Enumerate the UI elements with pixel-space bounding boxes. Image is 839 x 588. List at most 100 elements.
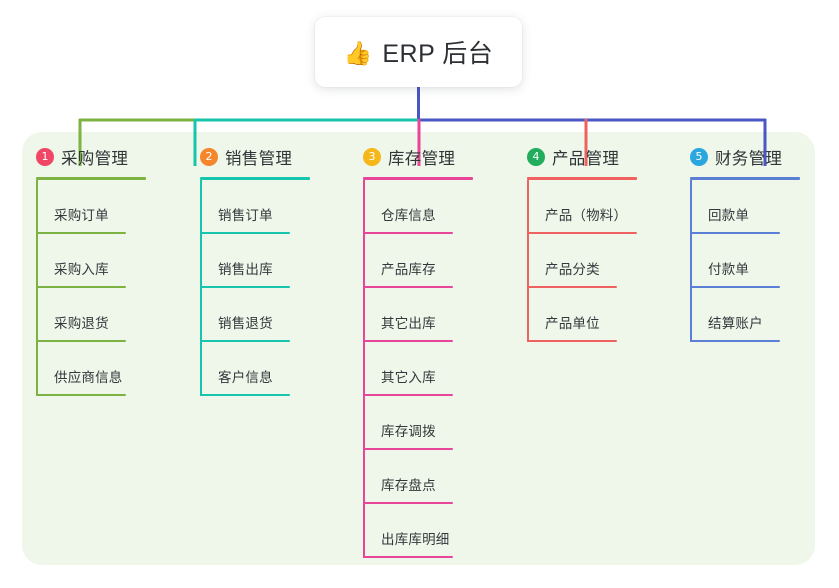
list-item[interactable]: 库存盘点: [363, 450, 515, 504]
list-item-label: 采购订单: [54, 208, 109, 223]
branch-header-5[interactable]: 5 财务管理: [678, 145, 839, 169]
list-item-rule: [363, 340, 453, 342]
list-item[interactable]: 供应商信息: [36, 342, 188, 396]
list-item[interactable]: 回款单: [690, 180, 839, 234]
list-item[interactable]: 客户信息: [200, 342, 352, 396]
list-item-label: 出库库明细: [381, 532, 450, 547]
list-item-rule: [200, 340, 290, 342]
list-item[interactable]: 采购入库: [36, 234, 188, 288]
list-item-rule: [36, 286, 126, 288]
branch-title-5: 财务管理: [715, 150, 783, 168]
branch-header-1[interactable]: 1 采购管理: [24, 145, 188, 169]
list-item-label: 采购入库: [54, 262, 109, 277]
list-item-rule: [363, 556, 453, 558]
list-item-rule: [690, 232, 780, 234]
branch-badge-2: 2: [200, 148, 218, 166]
mindmap-panel: [22, 132, 815, 565]
branch-items-1: 采购订单 采购入库 采购退货 供应商信息: [36, 180, 188, 396]
branch-column-4: 4 产品管理 产品（物料） 产品分类 产品单位: [515, 145, 679, 342]
list-item-label: 产品（物料）: [545, 208, 628, 223]
branch-header-4[interactable]: 4 产品管理: [515, 145, 679, 169]
list-item-rule: [363, 502, 453, 504]
list-item-label: 回款单: [708, 208, 750, 223]
branch-spine-1: [36, 180, 38, 396]
list-item-label: 采购退货: [54, 316, 109, 331]
branch-column-2: 2 销售管理 销售订单 销售出库 销售退货 客户信息: [188, 145, 352, 396]
branch-rule-5: [690, 177, 800, 180]
list-item-rule: [690, 286, 780, 288]
branch-rule-2: [200, 177, 310, 180]
list-item[interactable]: 采购订单: [36, 180, 188, 234]
list-item-rule: [363, 232, 453, 234]
list-item-rule: [200, 232, 290, 234]
branch-title-2: 销售管理: [225, 150, 293, 168]
list-item[interactable]: 结算账户: [690, 288, 839, 342]
branch-header-2[interactable]: 2 销售管理: [188, 145, 352, 169]
branch-spine-2: [200, 180, 202, 396]
branch-badge-1: 1: [36, 148, 54, 166]
branch-header-3[interactable]: 3 库存管理: [351, 145, 515, 169]
list-item[interactable]: 产品（物料）: [527, 180, 679, 234]
list-item-label: 库存盘点: [381, 478, 436, 493]
list-item[interactable]: 销售订单: [200, 180, 352, 234]
list-item-label: 结算账户: [708, 316, 763, 331]
list-item-rule: [200, 394, 290, 396]
list-item-label: 产品库存: [381, 262, 436, 277]
list-item[interactable]: 其它入库: [363, 342, 515, 396]
list-item[interactable]: 付款单: [690, 234, 839, 288]
root-title: ERP 后台: [382, 40, 494, 68]
branch-title-3: 库存管理: [388, 150, 456, 168]
list-item-label: 产品单位: [545, 316, 600, 331]
list-item-rule: [36, 340, 126, 342]
branch-rule-4: [527, 177, 637, 180]
branch-spine-3: [363, 180, 365, 558]
branch-badge-4: 4: [527, 148, 545, 166]
thumbs-up-icon: 👍: [343, 39, 373, 66]
list-item-label: 付款单: [708, 262, 750, 277]
branch-rule-1: [36, 177, 146, 180]
list-item-rule: [527, 340, 617, 342]
list-item-rule: [36, 394, 126, 396]
list-item[interactable]: 采购退货: [36, 288, 188, 342]
list-item-label: 库存调拨: [381, 424, 436, 439]
branch-items-3: 仓库信息 产品库存 其它出库 其它入库 库存调拨 库存盘点 出库库明细: [363, 180, 515, 558]
list-item-label: 其它入库: [381, 370, 436, 385]
list-item-label: 产品分类: [545, 262, 600, 277]
list-item-label: 销售订单: [218, 208, 273, 223]
list-item-label: 销售出库: [218, 262, 273, 277]
list-item-rule: [690, 340, 780, 342]
list-item-rule: [363, 394, 453, 396]
list-item-rule: [200, 286, 290, 288]
list-item-label: 销售退货: [218, 316, 273, 331]
list-item[interactable]: 销售出库: [200, 234, 352, 288]
branch-spine-5: [690, 180, 692, 342]
list-item[interactable]: 产品库存: [363, 234, 515, 288]
list-item[interactable]: 出库库明细: [363, 504, 515, 558]
branch-title-4: 产品管理: [552, 150, 620, 168]
list-item[interactable]: 仓库信息: [363, 180, 515, 234]
list-item-label: 仓库信息: [381, 208, 436, 223]
list-item-rule: [363, 448, 453, 450]
list-item[interactable]: 销售退货: [200, 288, 352, 342]
branch-spine-4: [527, 180, 529, 342]
branch-badge-5: 5: [690, 148, 708, 166]
list-item-label: 其它出库: [381, 316, 436, 331]
branch-badge-3: 3: [363, 148, 381, 166]
root-node[interactable]: 👍 ERP 后台: [315, 17, 522, 87]
branch-column-3: 3 库存管理 仓库信息 产品库存 其它出库 其它入库 库存调拨 库存盘点: [351, 145, 515, 558]
list-item[interactable]: 产品分类: [527, 234, 679, 288]
list-item[interactable]: 产品单位: [527, 288, 679, 342]
list-item-label: 供应商信息: [54, 370, 123, 385]
branch-column-1: 1 采购管理 采购订单 采购入库 采购退货 供应商信息: [24, 145, 188, 396]
branch-rule-3: [363, 177, 473, 180]
list-item-rule: [36, 232, 126, 234]
list-item-rule: [527, 286, 617, 288]
list-item[interactable]: 其它出库: [363, 288, 515, 342]
list-item-rule: [363, 286, 453, 288]
branch-items-2: 销售订单 销售出库 销售退货 客户信息: [200, 180, 352, 396]
branch-items-4: 产品（物料） 产品分类 产品单位: [527, 180, 679, 342]
branch-items-5: 回款单 付款单 结算账户: [690, 180, 839, 342]
list-item[interactable]: 库存调拨: [363, 396, 515, 450]
branch-title-1: 采购管理: [61, 150, 129, 168]
branch-column-5: 5 财务管理 回款单 付款单 结算账户: [678, 145, 839, 342]
